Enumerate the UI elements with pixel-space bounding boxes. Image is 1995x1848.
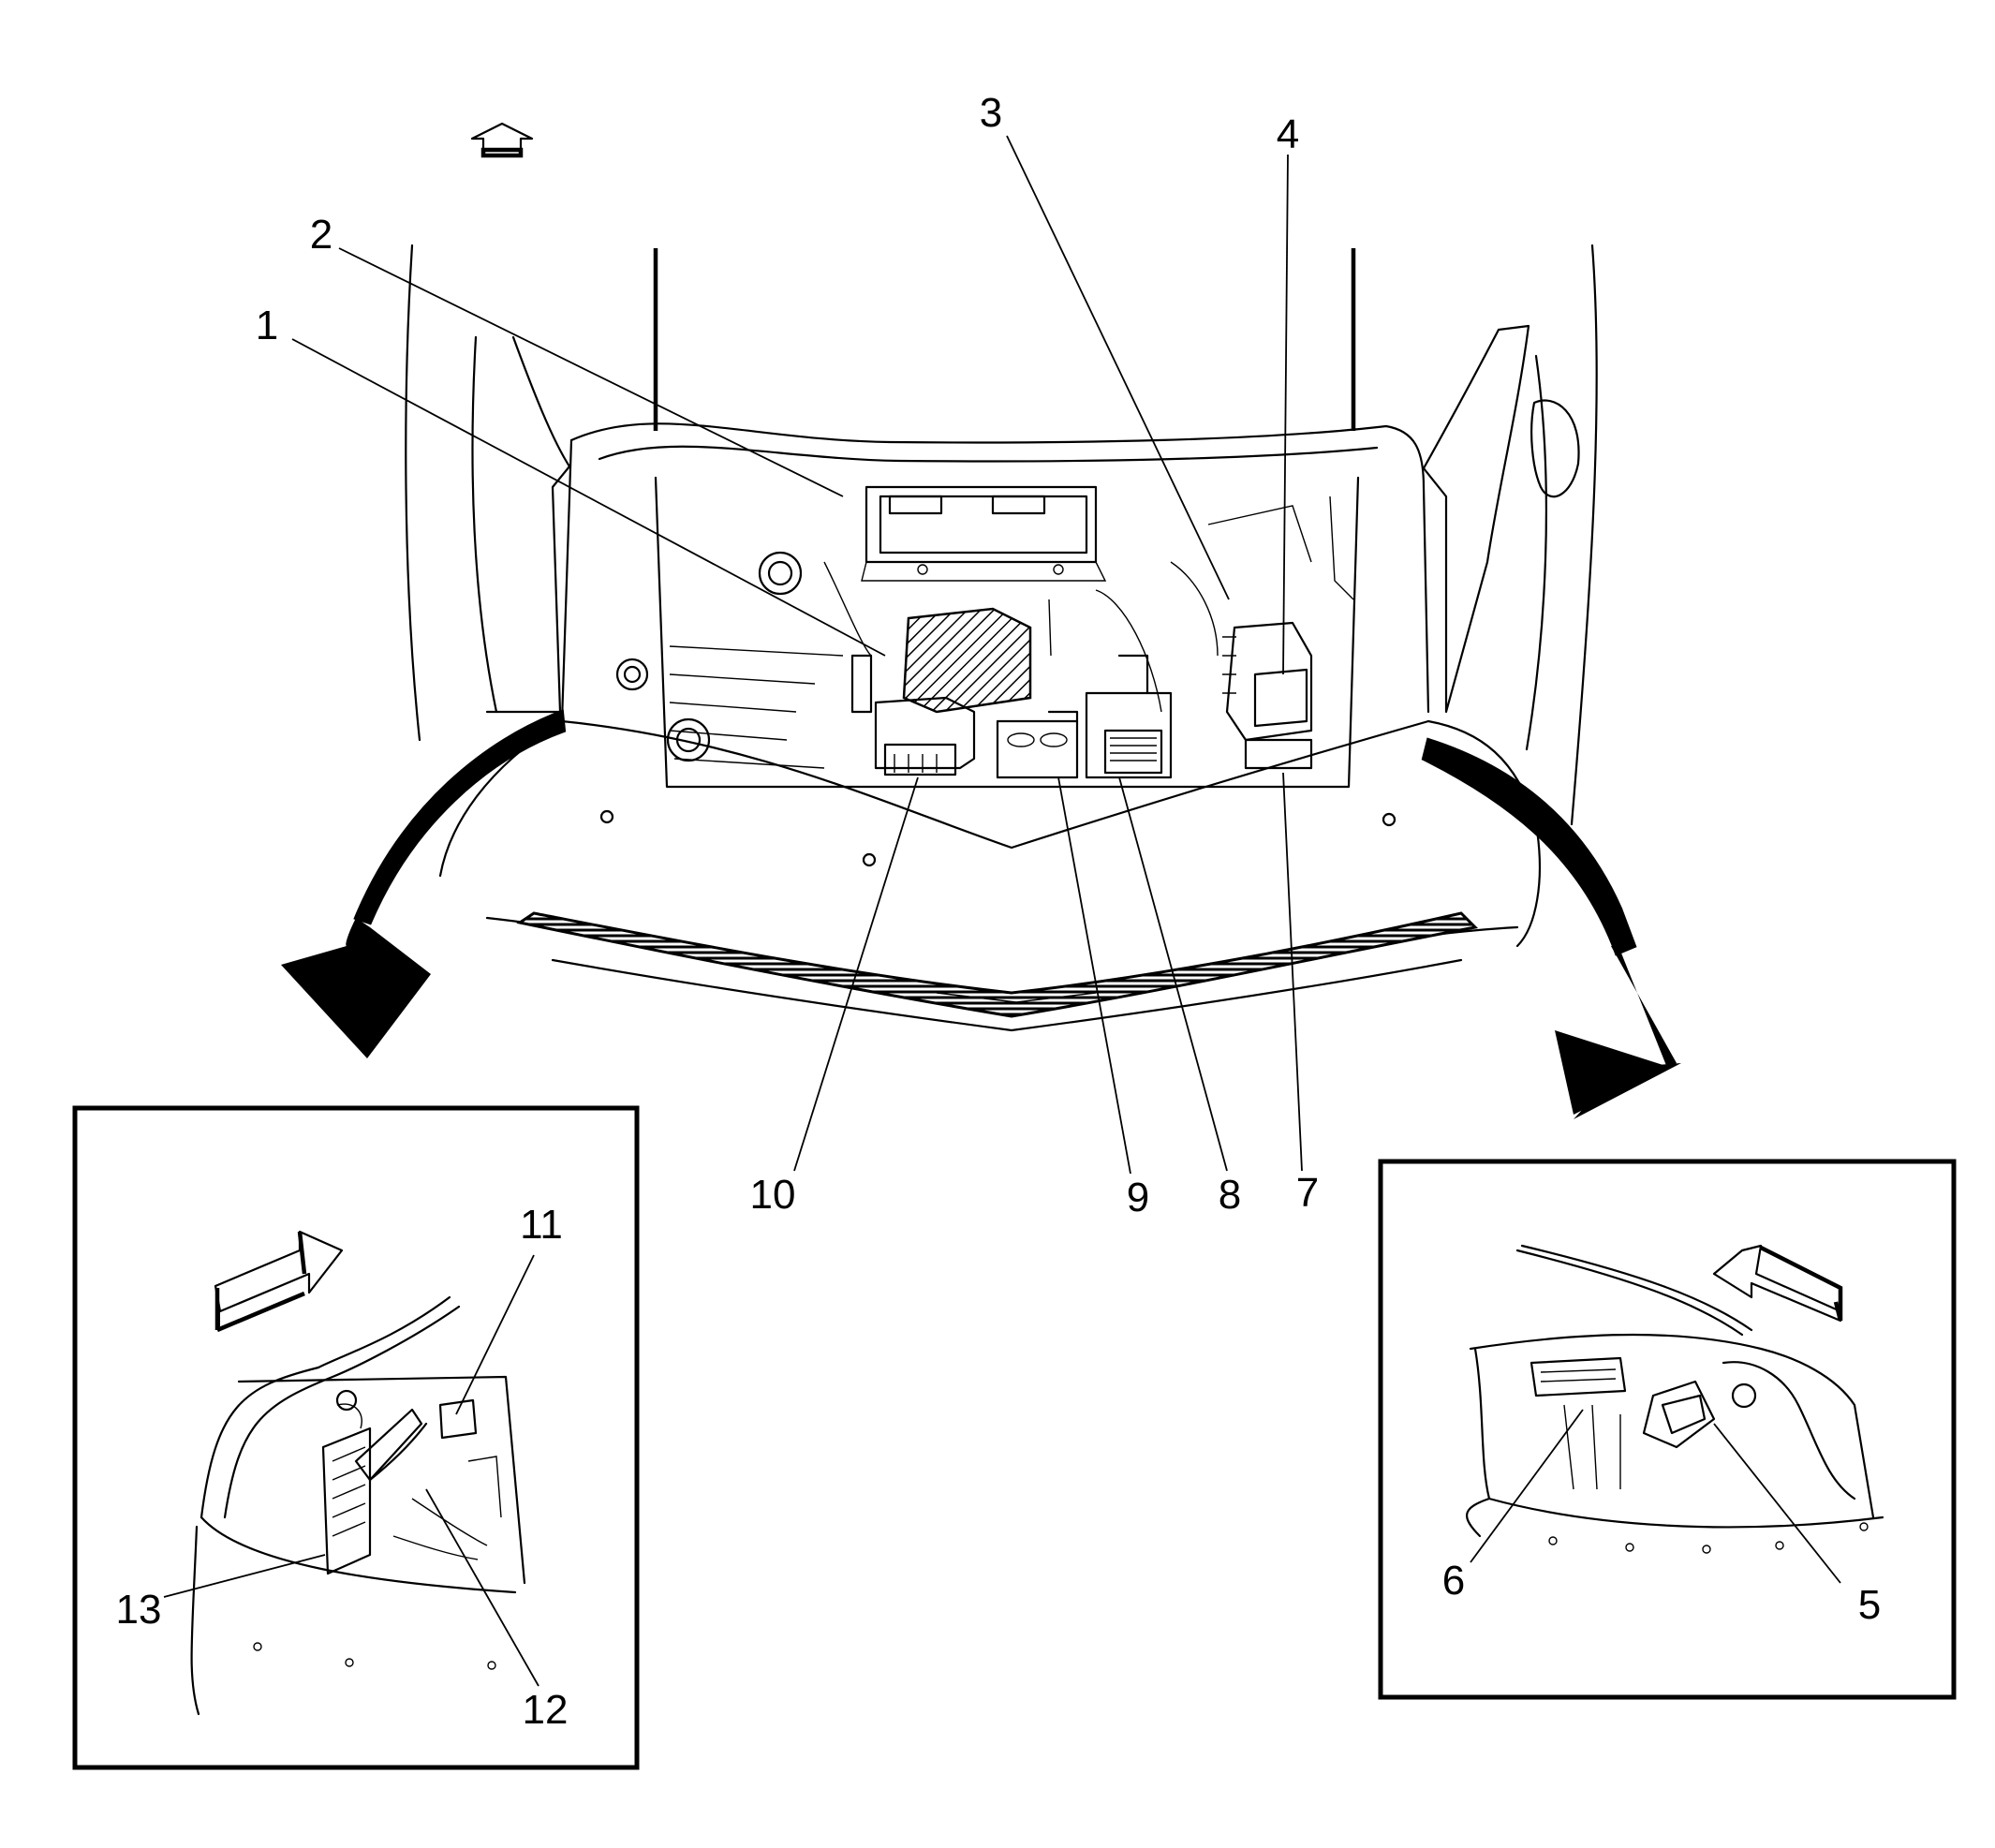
left-detail-inset [72, 1105, 640, 1770]
callout-2: 2 [310, 212, 332, 258]
callout-7: 7 [1296, 1170, 1319, 1216]
callout-13: 13 [116, 1587, 162, 1633]
inset-direction-arrow-icon-right [1712, 1244, 1843, 1323]
component-9-battery [996, 710, 1079, 779]
leader-lines [163, 135, 1841, 1687]
callout-3: 3 [980, 90, 1002, 136]
callout-8: 8 [1219, 1172, 1241, 1218]
forward-direction-arrow-icon [470, 122, 534, 158]
callout-10: 10 [750, 1172, 796, 1218]
component-10-block [850, 654, 976, 776]
callout-5: 5 [1858, 1582, 1881, 1628]
callout-9: 9 [1127, 1175, 1149, 1220]
right-detail-inset [1378, 1159, 1957, 1700]
component-4-7-module [1222, 621, 1313, 770]
callout-labels: 1 2 3 4 5 6 7 8 9 10 11 12 13 [116, 90, 1882, 1733]
detail-arrow-right-icon [1421, 737, 1681, 1119]
callout-12: 12 [523, 1687, 569, 1733]
callout-11: 11 [520, 1202, 563, 1248]
callout-6: 6 [1442, 1558, 1465, 1604]
vehicle-front-view [405, 244, 1598, 1032]
inset-direction-arrow-icon [214, 1230, 344, 1333]
detail-arrow-left-icon [281, 709, 567, 1058]
component-8-box [1085, 654, 1173, 779]
callout-1: 1 [256, 303, 278, 348]
callout-4: 4 [1277, 111, 1299, 157]
